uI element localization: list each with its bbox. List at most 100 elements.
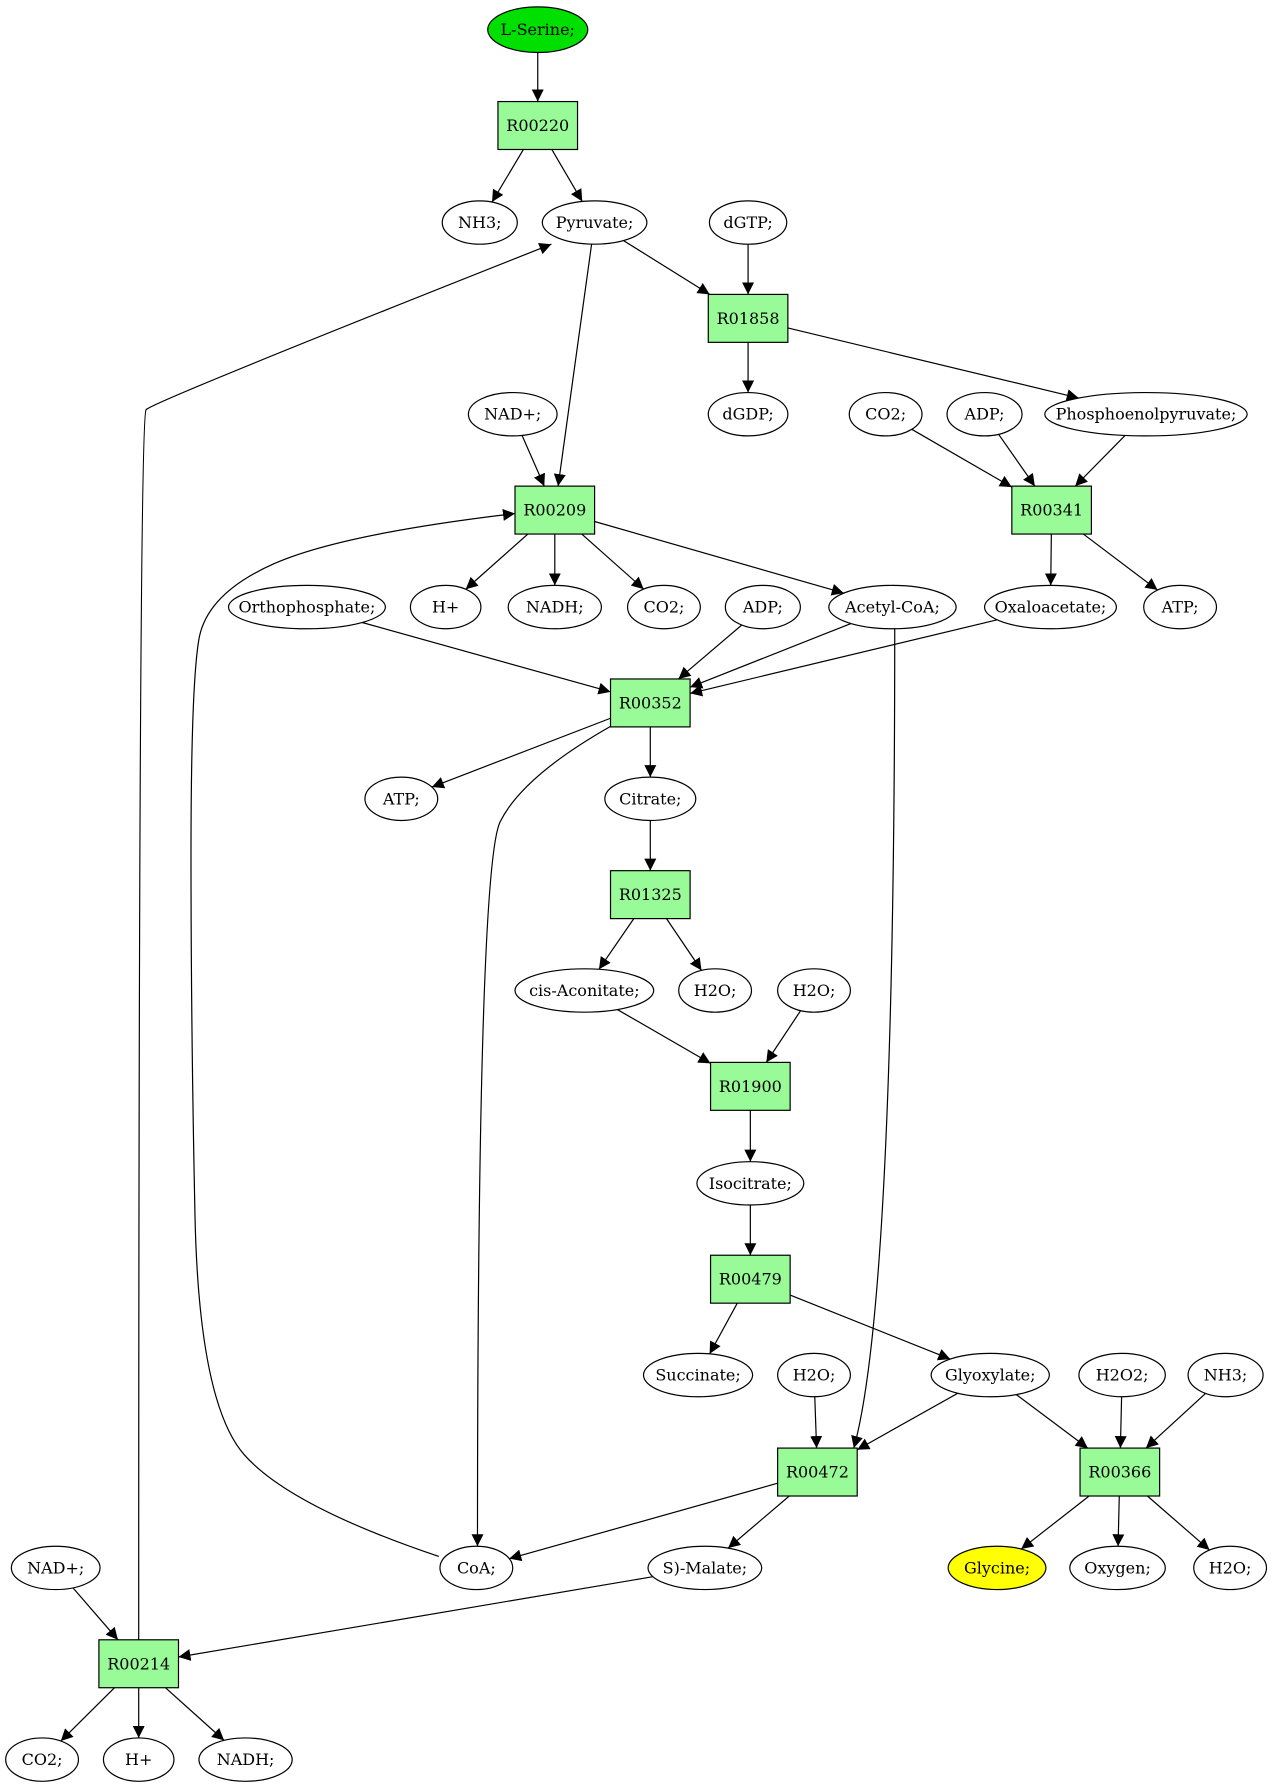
- metabolite-node-nh3-b: NH3;: [1187, 1352, 1264, 1398]
- node-label: CO2;: [865, 405, 906, 424]
- edge-nh3-b-to-r00366: [1145, 1392, 1206, 1449]
- node-label: H+: [125, 1750, 152, 1769]
- metabolite-ellipse: [604, 776, 697, 822]
- reaction-box: [609, 678, 691, 728]
- reaction-node-r00341: R00341: [1011, 485, 1093, 535]
- edge-h2o2-to-r00366: [1114, 1396, 1127, 1449]
- edge-r00352-to-atp-b: [431, 717, 611, 789]
- edge-r00209-to-hplus-a: [465, 533, 529, 590]
- metabolite-node-nadplus-a: NAD+;: [467, 391, 558, 437]
- node-label: H2O;: [694, 981, 737, 1000]
- metabolite-ellipse: [514, 968, 655, 1013]
- node-label: H2O;: [793, 1366, 836, 1385]
- node-label: cis-Aconitate;: [529, 981, 640, 1000]
- edge-pyruvate-to-r01858: [623, 240, 711, 295]
- metabolite-ellipse: [708, 200, 788, 245]
- node-label: Phosphoenolpyruvate;: [1056, 405, 1237, 424]
- reaction-node-r00472: R00472: [777, 1447, 858, 1497]
- metabolite-node-h2o-d: H2O;: [1193, 1545, 1268, 1591]
- metabolite-node-nadh-a: NADH;: [507, 584, 603, 630]
- reaction-box: [609, 870, 691, 920]
- metabolite-node-adp-a: ADP;: [946, 391, 1023, 437]
- node-label: Isocitrate;: [709, 1174, 792, 1193]
- edge-glyoxylate-to-r00366: [1015, 1394, 1089, 1449]
- node-label: S)-Malate;: [663, 1558, 747, 1577]
- metabolite-node-orthophosphate: Orthophosphate;: [227, 584, 387, 630]
- metabolite-ellipse: [947, 1545, 1047, 1591]
- node-label: H2O;: [793, 981, 836, 1000]
- metabolite-ellipse: [439, 1545, 514, 1591]
- metabolite-node-h2o-c: H2O;: [777, 1352, 851, 1398]
- metabolite-ellipse: [441, 200, 518, 245]
- node-label: R00479: [719, 1270, 782, 1289]
- node-label: NADH;: [526, 598, 584, 617]
- reaction-node-r00209: R00209: [514, 485, 596, 535]
- metabolite-node-coa: CoA;: [439, 1545, 514, 1591]
- metabolite-ellipse: [487, 6, 589, 54]
- metabolite-ellipse: [848, 391, 923, 437]
- node-label: CO2;: [643, 598, 684, 617]
- metabolite-ellipse: [642, 1352, 754, 1398]
- metabolite-ellipse: [647, 1545, 763, 1591]
- metabolite-node-h2o-a: H2O;: [678, 968, 753, 1013]
- metabolite-ellipse: [626, 584, 701, 630]
- edge-r00220-to-nh3-a: [491, 149, 524, 203]
- metabolite-ellipse: [198, 1737, 293, 1782]
- metabolite-ellipse: [5, 1737, 80, 1782]
- node-label: R00472: [786, 1463, 849, 1482]
- reaction-box: [709, 1254, 791, 1304]
- metabolite-node-co2-c: CO2;: [5, 1737, 80, 1782]
- metabolite-ellipse: [930, 1352, 1050, 1398]
- reaction-box: [514, 485, 596, 535]
- metabolite-ellipse: [364, 776, 439, 822]
- nodes-layer: L-Serine;R00220NH3;Pyruvate;dGTP;R01858d…: [5, 6, 1268, 1782]
- metabolite-node-glycine: Glycine;: [947, 1545, 1047, 1591]
- metabolite-node-dgdp: dGDP;: [707, 391, 789, 437]
- metabolite-node-atp-b: ATP;: [364, 776, 439, 822]
- edge-orthophosphate-to-r00352: [361, 621, 611, 695]
- reaction-box: [1079, 1447, 1161, 1497]
- node-label: dGTP;: [723, 213, 772, 232]
- reaction-node-r01325: R01325: [609, 870, 691, 920]
- metabolite-ellipse: [828, 584, 957, 630]
- node-label: Oxygen;: [1084, 1558, 1151, 1577]
- metabolite-ellipse: [1069, 1545, 1166, 1591]
- reaction-node-r00366: R00366: [1079, 1447, 1161, 1497]
- node-label: Acetyl-CoA;: [844, 598, 940, 617]
- edge-r00220-to-pyruvate: [551, 149, 583, 202]
- node-label: CO2;: [22, 1750, 63, 1769]
- metabolite-node-succinate: Succinate;: [642, 1352, 754, 1398]
- edge-r00341-to-atp-a: [1082, 533, 1158, 591]
- edge-nadplus-b-to-r00214: [72, 1587, 119, 1641]
- node-label: Glyoxylate;: [945, 1366, 1036, 1385]
- edge-r00214-to-co2-c: [60, 1687, 115, 1742]
- node-label: R00220: [506, 116, 569, 135]
- metabolite-ellipse: [983, 584, 1118, 630]
- edge-r00366-to-glycine: [1020, 1495, 1090, 1550]
- edge-r00209-to-acetyl-coa: [594, 520, 844, 596]
- reaction-box: [98, 1639, 180, 1689]
- node-label: ADP;: [742, 598, 783, 617]
- metabolite-node-acetyl-coa: Acetyl-CoA;: [828, 584, 957, 630]
- metabolite-ellipse: [1187, 1352, 1264, 1398]
- metabolite-node-pyruvate: Pyruvate;: [541, 200, 648, 245]
- node-label: ATP;: [1161, 598, 1199, 617]
- metabolite-node-nh3-a: NH3;: [441, 200, 518, 245]
- node-label: CoA;: [457, 1558, 496, 1577]
- metabolite-ellipse: [724, 584, 801, 630]
- metabolite-ellipse: [541, 200, 648, 245]
- node-label: Succinate;: [655, 1366, 740, 1385]
- metabolite-node-nadh-b: NADH;: [198, 1737, 293, 1782]
- metabolite-node-h2o-b: H2O;: [777, 968, 851, 1013]
- edge-h2o-c-to-r00472: [810, 1396, 823, 1449]
- edge-adp-a-to-r00341: [998, 433, 1036, 487]
- node-label: NH3;: [1204, 1366, 1248, 1385]
- edge-pyruvate-to-r00209: [553, 244, 593, 487]
- edge-r01325-to-h2o-a: [666, 918, 703, 971]
- reaction-node-r01900: R01900: [709, 1061, 791, 1111]
- reaction-node-r00214: R00214: [98, 1639, 180, 1689]
- metabolite-ellipse: [1044, 391, 1248, 437]
- edge-r01325-to-cis-aconitate: [598, 918, 635, 970]
- reaction-box: [707, 293, 789, 343]
